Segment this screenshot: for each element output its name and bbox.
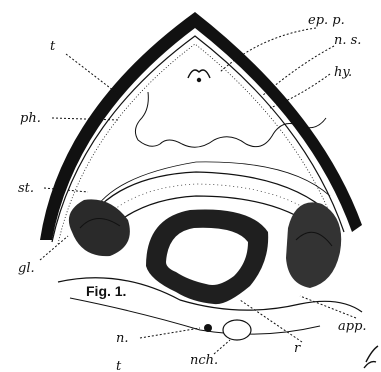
label-pharynx: ph. xyxy=(20,111,41,126)
label-hyperpharyngeal: hy. xyxy=(334,65,352,80)
label-epipharyngeal-groove: ep. p. xyxy=(308,13,345,28)
label-stomach: st. xyxy=(18,181,34,196)
gland-left xyxy=(69,199,130,256)
label-nervous-system: n. s. xyxy=(334,33,361,48)
corner-mark xyxy=(364,346,378,368)
label-notochord: nch. xyxy=(190,353,218,368)
pharynx-wall xyxy=(92,162,330,214)
gland-right xyxy=(286,202,341,288)
epipharyngeal-groove xyxy=(188,70,210,82)
label-tunic-bottom: t xyxy=(116,359,122,372)
label-rectum: r xyxy=(294,341,301,356)
figure-caption: Fig. 1. xyxy=(86,283,126,299)
label-gland: gl. xyxy=(18,261,35,276)
intestine-loop xyxy=(146,209,268,304)
notochord xyxy=(223,320,251,340)
label-nerve: n. xyxy=(116,331,129,346)
label-appendage: app. xyxy=(338,319,367,334)
nerve-cord xyxy=(204,324,212,332)
label-tunic-top: t xyxy=(50,39,56,54)
